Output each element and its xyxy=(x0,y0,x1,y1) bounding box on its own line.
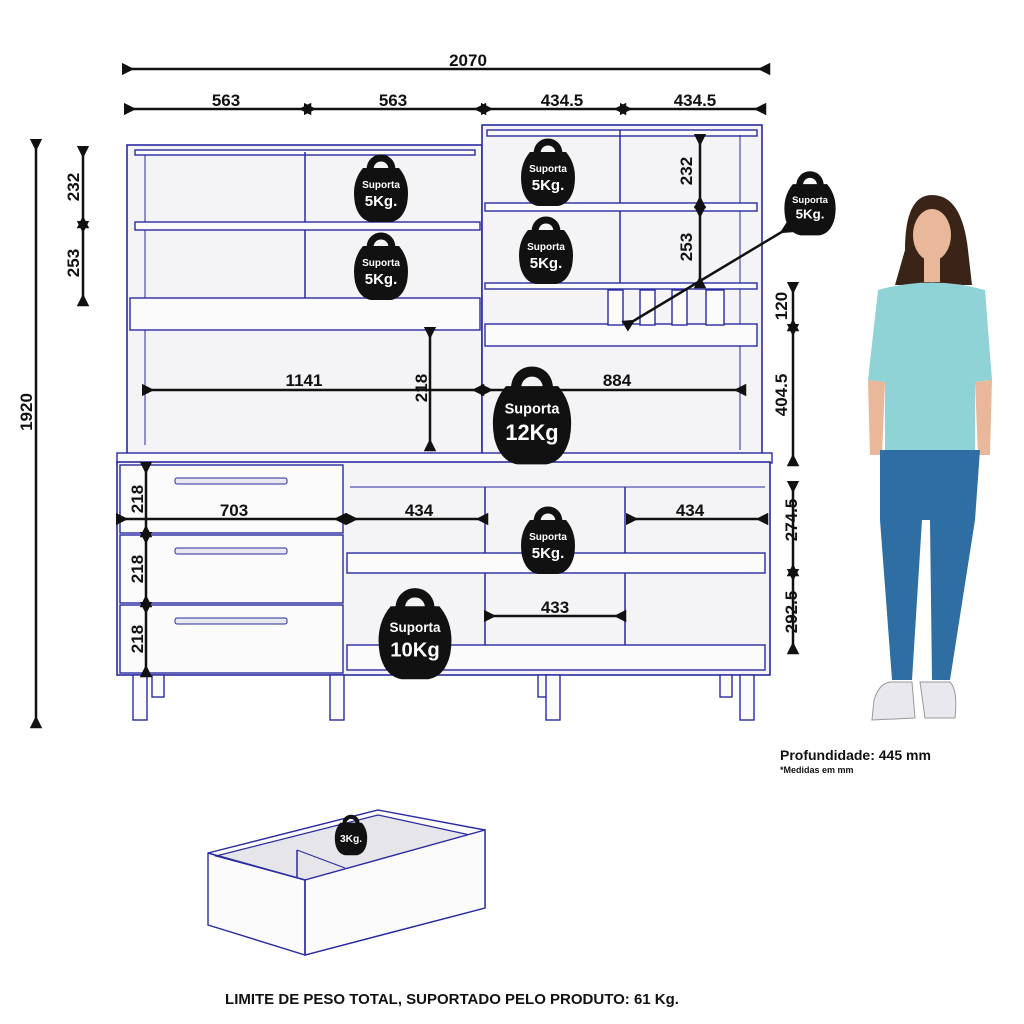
svg-text:Suporta: Suporta xyxy=(529,532,567,543)
svg-text:Suporta: Suporta xyxy=(527,242,565,253)
svg-text:5Kg.: 5Kg. xyxy=(530,255,563,272)
dim-upper-right-2: 434.5 xyxy=(674,91,717,110)
dim-upper-left-1: 563 xyxy=(212,91,240,110)
drawer-2 xyxy=(119,534,344,604)
weight-badge-5kg: Suporta 5Kg. xyxy=(521,142,575,206)
dim-drawer-h1: 218 xyxy=(128,485,147,513)
weight-badge-5kg: Suporta 5Kg. xyxy=(354,236,408,300)
svg-text:10Kg: 10Kg xyxy=(390,639,440,661)
dim-total-width: 2070 xyxy=(449,51,487,70)
weight-badge-12kg: Suporta 12Kg xyxy=(493,372,571,465)
svg-text:5Kg.: 5Kg. xyxy=(532,177,565,194)
person-scale-reference xyxy=(868,195,992,721)
dim-right-h4: 404.5 xyxy=(772,374,791,417)
weight-badge-5kg: Suporta 5Kg. xyxy=(521,510,575,574)
dim-drawer-h3: 218 xyxy=(128,625,147,653)
dim-left-h2: 253 xyxy=(64,249,83,277)
svg-text:5Kg.: 5Kg. xyxy=(365,193,398,210)
svg-text:3Kg.: 3Kg. xyxy=(340,834,362,845)
total-weight-note: LIMITE DE PESO TOTAL, SUPORTADO PELO PRO… xyxy=(225,991,679,1008)
dim-lower-w2: 434 xyxy=(676,501,705,520)
svg-text:12Kg: 12Kg xyxy=(505,420,558,445)
svg-text:Suporta: Suporta xyxy=(389,620,440,635)
svg-text:Suporta: Suporta xyxy=(505,402,561,418)
svg-text:5Kg.: 5Kg. xyxy=(796,206,825,221)
svg-text:5Kg.: 5Kg. xyxy=(532,545,565,562)
dim-total-height: 1920 xyxy=(17,393,36,431)
weight-badge-3kg: 3Kg. xyxy=(335,817,367,855)
dim-upper-right-1: 434.5 xyxy=(541,91,584,110)
svg-text:Suporta: Suporta xyxy=(529,164,567,175)
svg-text:5Kg.: 5Kg. xyxy=(365,271,398,288)
dim-right-h3: 120 xyxy=(772,292,791,320)
dim-lower-w1: 434 xyxy=(405,501,434,520)
depth-note: Profundidade: 445 mm xyxy=(780,747,931,763)
drawer-detail: 3Kg. xyxy=(207,809,486,956)
drawer-1 xyxy=(119,464,344,534)
units-note: *Medidas em mm xyxy=(780,765,854,775)
weight-badge-5kg: Suporta 5Kg. xyxy=(354,158,408,222)
upper-left-hutch xyxy=(126,144,483,456)
dim-lower-h1: 274.5 xyxy=(782,499,801,542)
dim-lower-h2: 292.5 xyxy=(782,591,801,634)
svg-text:Suporta: Suporta xyxy=(362,258,400,269)
svg-text:Suporta: Suporta xyxy=(362,180,400,191)
dim-drawer-width: 703 xyxy=(220,501,248,520)
drawer-3 xyxy=(119,604,344,674)
dim-upper-left-2: 563 xyxy=(379,91,407,110)
svg-text:Suporta: Suporta xyxy=(792,195,829,206)
dim-right-h2: 253 xyxy=(677,233,696,261)
dim-left-h1: 232 xyxy=(64,173,83,201)
dim-right-h1: 232 xyxy=(677,157,696,185)
legs xyxy=(132,674,755,721)
weight-badge-5kg: Suporta 5Kg. xyxy=(784,175,835,236)
dim-inner-left-height: 218 xyxy=(412,374,431,402)
weight-badge-10kg: Suporta 10Kg xyxy=(379,593,452,679)
weight-badge-5kg: Suporta 5Kg. xyxy=(519,220,573,284)
dim-drawer-h2: 218 xyxy=(128,555,147,583)
dim-inner-right-width: 884 xyxy=(603,371,632,390)
dim-lower-w3: 433 xyxy=(541,598,569,617)
dim-inner-left-width: 1141 xyxy=(286,371,323,390)
